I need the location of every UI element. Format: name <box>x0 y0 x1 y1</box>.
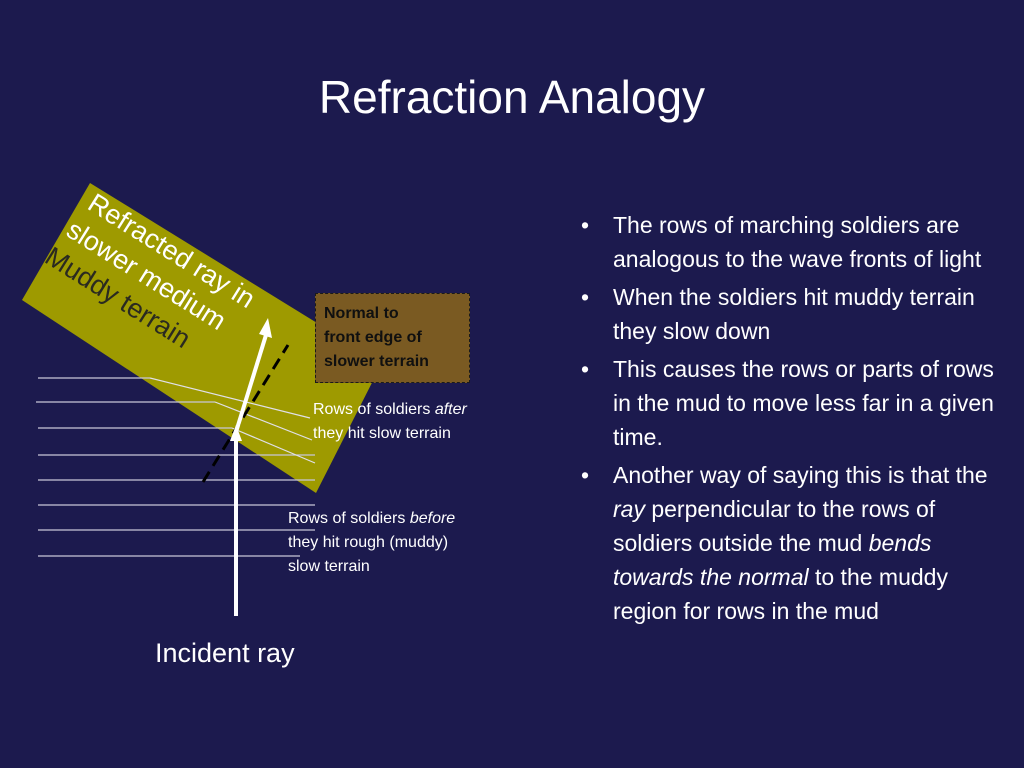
refraction-diagram: Refracted ray in slower medium Muddy ter… <box>22 183 382 616</box>
bullet-item: • Another way of saying this is that the… <box>575 458 995 628</box>
bullet-item: • When the soldiers hit muddy terrain th… <box>575 280 995 348</box>
refracted-ray <box>234 334 268 433</box>
normal-label-line: slower terrain <box>324 353 429 370</box>
bullet-list: • The rows of marching soldiers are anal… <box>575 208 995 632</box>
row-after-line <box>149 377 311 419</box>
row-after-line <box>231 427 316 464</box>
normal-line <box>201 344 290 483</box>
bullet-dot-icon: • <box>580 356 590 382</box>
normal-label-line: Normal to <box>324 305 399 322</box>
muddy-terrain-band <box>22 183 382 493</box>
bullet-item: • The rows of marching soldiers are anal… <box>575 208 995 276</box>
bullet-dot-icon: • <box>580 462 590 488</box>
bullet-dot-icon: • <box>580 212 590 238</box>
bullet-item: • This causes the rows or parts of rows … <box>575 352 995 454</box>
row-after-line <box>214 401 313 441</box>
before-label: Rows of soldiers before they hit rough (… <box>288 510 456 575</box>
after-emphasis: after <box>434 401 467 418</box>
slide-title: Refraction Analogy <box>318 71 706 123</box>
normal-label-line: front edge of <box>324 329 422 346</box>
rows-after <box>149 377 316 464</box>
incident-ray-arrowhead <box>230 425 242 441</box>
rows-before <box>36 377 315 557</box>
incident-ray-label: Incident ray <box>155 638 295 668</box>
before-emphasis: before <box>409 510 456 527</box>
after-label: Rows of soldiers after they hit slow ter… <box>313 401 467 442</box>
refracted-ray-arrowhead <box>259 318 272 338</box>
bullet-dot-icon: • <box>580 284 590 310</box>
normal-label-box: Normal to front edge of slower terrain <box>315 293 470 383</box>
